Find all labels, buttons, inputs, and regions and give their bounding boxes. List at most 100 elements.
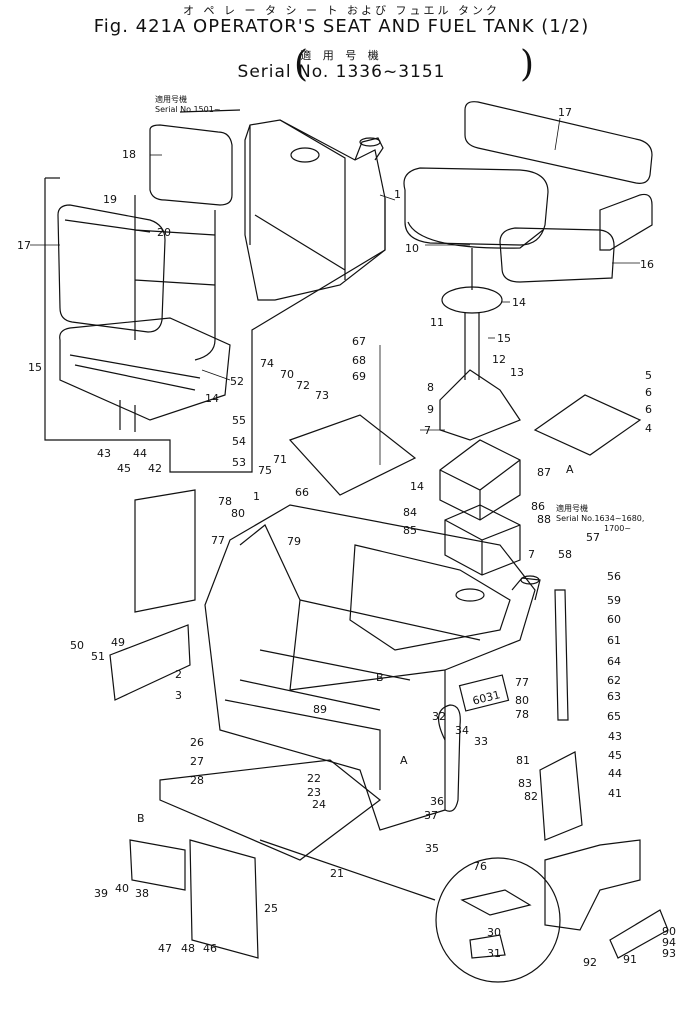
bracket-right: ): [520, 44, 535, 85]
callout-23: 23: [307, 786, 321, 799]
callout-61: 61: [607, 634, 621, 647]
callout-43-right: 43: [608, 730, 622, 743]
serial-kana: 適 用 号 機: [300, 49, 383, 62]
callout-21: 21: [330, 867, 344, 880]
seat-back-right: [464, 101, 653, 184]
callout-12: 12: [492, 353, 506, 366]
callout-93: 93: [662, 947, 676, 960]
bracket-7: [444, 504, 521, 576]
callout-50: 50: [70, 639, 84, 652]
callout-B-top: B: [376, 671, 384, 684]
plate-text: 6031: [471, 688, 501, 707]
callout-57: 57: [586, 531, 600, 544]
callout-77-bottom: 77: [515, 676, 529, 689]
callout-48: 48: [181, 942, 195, 955]
callout-76: 76: [473, 860, 487, 873]
detail-bracket: [460, 889, 532, 959]
callout-60: 60: [607, 613, 621, 626]
callout-46: 46: [203, 942, 217, 955]
cover-lower-right: [544, 839, 641, 931]
callout-10: 10: [405, 242, 419, 255]
main-frame-inner: [239, 524, 481, 691]
callout-71: 71: [273, 453, 287, 466]
callout-83: 83: [518, 777, 532, 790]
callout-54: 54: [232, 435, 246, 448]
callout-5: 5: [645, 369, 652, 382]
callout-73: 73: [315, 389, 329, 402]
callout-36: 36: [430, 795, 444, 808]
seat-cushion: [403, 167, 549, 246]
callout-32: 32: [432, 710, 446, 723]
callout-labels: 17 1 18 19 20 17 10 16 14 15 11 12 13 8 …: [17, 106, 676, 969]
callout-62: 62: [607, 674, 621, 687]
lower-tank-neck: [511, 577, 541, 601]
callout-77-top: 77: [211, 534, 225, 547]
callout-17-right: 17: [558, 106, 572, 119]
callout-17-left: 17: [17, 239, 31, 252]
callout-85: 85: [403, 524, 417, 537]
callout-49: 49: [111, 636, 125, 649]
callout-90: 90: [662, 925, 676, 938]
right-serial: Serial No.1634~1680,: [556, 514, 645, 523]
bottom-plate: [159, 759, 381, 861]
seat-cushion-small: [499, 227, 615, 283]
callout-7-top: 7: [424, 424, 431, 437]
callout-38: 38: [135, 887, 149, 900]
callout-82: 82: [524, 790, 538, 803]
seat-back-large-inner: [64, 219, 151, 233]
callout-64: 64: [607, 655, 621, 668]
plate-66: [288, 414, 417, 496]
leader-lines: [30, 117, 640, 465]
seat-plate: [441, 286, 503, 314]
bracket-left: (: [294, 44, 309, 85]
lower-neck-top: [520, 575, 540, 585]
callout-88: 88: [537, 513, 551, 526]
callout-42: 42: [148, 462, 162, 475]
callout-27: 27: [190, 755, 204, 768]
callout-68: 68: [352, 354, 366, 367]
callout-44-right: 44: [608, 767, 622, 780]
callout-1-top: 1: [394, 188, 401, 201]
seat-frame: [134, 195, 216, 361]
callout-7-bottom: 7: [528, 548, 535, 561]
panel-41: [539, 751, 583, 841]
callout-84: 84: [403, 506, 417, 519]
callout-87: 87: [537, 466, 551, 479]
detail-link: [259, 839, 436, 901]
panel-38: [129, 839, 186, 891]
fuel-cap: [290, 147, 320, 163]
serial-plate: [458, 674, 510, 712]
fuel-neck-top: [359, 137, 381, 147]
callout-43-left: 43: [97, 447, 111, 460]
callout-30: 30: [487, 926, 501, 939]
callout-13: 13: [510, 366, 524, 379]
lower-tank: [349, 544, 511, 651]
callout-55: 55: [232, 414, 246, 427]
seat-cushion-bottom: [407, 221, 544, 249]
callout-47: 47: [158, 942, 172, 955]
callout-33: 33: [474, 735, 488, 748]
upper-left-serial: Serial No.1501~: [155, 105, 221, 114]
callout-3: 3: [175, 689, 182, 702]
callout-89: 89: [313, 703, 327, 716]
callout-9: 9: [427, 403, 434, 416]
callout-11: 11: [430, 316, 444, 329]
bracket-90: [609, 909, 669, 959]
callout-14-seat: 14: [205, 392, 219, 405]
bar-56: [554, 589, 569, 721]
right-serial-note: 適用号機 Serial No.1634~1680, 1700~: [556, 504, 644, 534]
callout-81: 81: [516, 754, 530, 767]
upper-left-serial-note: 適用号機 Serial No.1501~: [155, 95, 221, 115]
callout-92: 92: [583, 956, 597, 969]
callout-20: 20: [157, 226, 171, 239]
callout-14-bracket: 14: [410, 480, 424, 493]
callout-19: 19: [103, 193, 117, 206]
callout-78-top: 78: [218, 495, 232, 508]
seat-back-large: [57, 204, 166, 333]
callout-51: 51: [91, 650, 105, 663]
callout-15-left: 15: [28, 361, 42, 374]
callout-78-bottom: 78: [515, 708, 529, 721]
panel-49: [109, 624, 191, 701]
grab-handle: [438, 704, 461, 812]
inset-frame: [44, 178, 386, 473]
